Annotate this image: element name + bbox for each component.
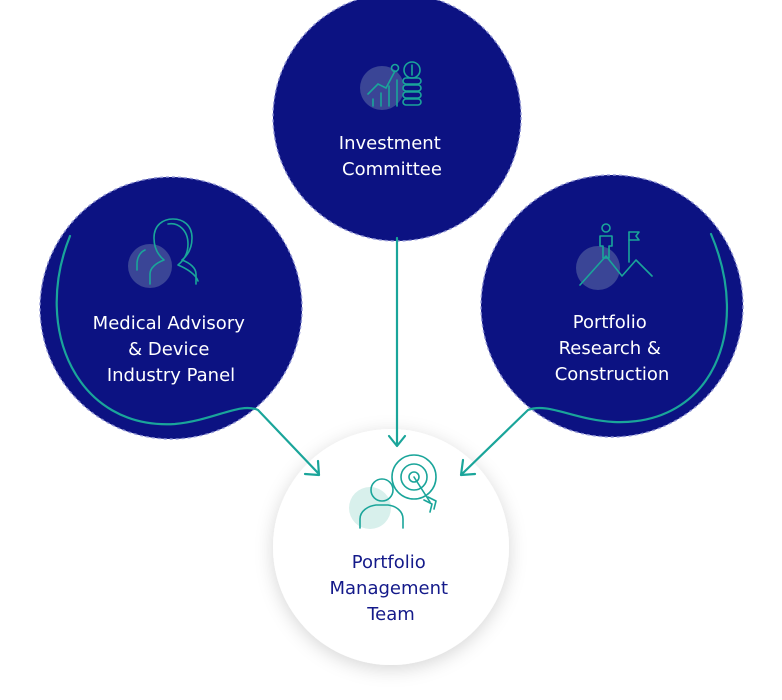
medical-advisory-circle — [39, 176, 303, 440]
committee-to-team-arrow — [387, 236, 407, 448]
svg-text:Portfolio Research &: Portfolio Research & Construction — [555, 312, 670, 385]
investment-committee-node: Investment Committee — [272, 0, 522, 242]
growth-chart-coins-icon — [360, 61, 422, 110]
medical-advisory-label-line1: Medical Advisory — [93, 313, 246, 334]
portfolio-management-label-line2: Management — [329, 578, 448, 599]
mountain-flag-climber-icon — [576, 223, 653, 290]
svg-text:Investment Committee: Investment Committee — [339, 133, 445, 180]
svg-text:Portfolio Management: Portfolio Management Team — [329, 552, 452, 625]
svg-text:Medical Advisory & Devic: Medical Advisory & Device Industry Panel — [93, 313, 250, 386]
investment-committee-label-line1: Investment — [339, 133, 441, 154]
research-to-team-arrow — [459, 232, 729, 477]
investment-committee-label-line2: Committee — [342, 159, 442, 180]
advisory-to-team-arrow — [55, 234, 321, 477]
medical-advisory-label-line2: & Device — [128, 339, 209, 360]
investment-committee-circle — [272, 0, 522, 242]
portfolio-management-circle — [273, 429, 509, 665]
portfolio-research-label-line3: Construction — [555, 364, 670, 385]
portfolio-management-label-line3: Team — [366, 604, 415, 625]
people-silhouettes-icon — [128, 218, 199, 288]
portfolio-research-label-line2: Research & — [559, 338, 661, 359]
portfolio-research-label-line1: Portfolio — [573, 312, 647, 333]
portfolio-management-node: Portfolio Management Team — [273, 429, 509, 665]
medical-advisory-label-line3: Industry Panel — [107, 365, 235, 386]
medical-advisory-node: Medical Advisory & Device Industry Panel — [39, 176, 303, 440]
portfolio-management-label-line1: Portfolio — [352, 552, 426, 573]
person-target-icon — [349, 454, 437, 529]
portfolio-research-circle — [480, 174, 744, 438]
portfolio-research-node: Portfolio Research & Construction — [480, 174, 744, 438]
